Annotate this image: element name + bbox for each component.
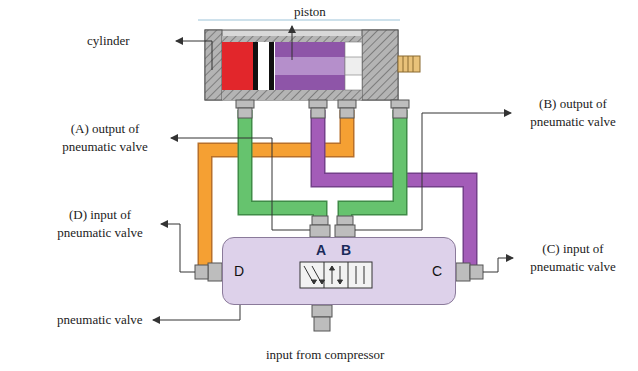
air-pipe (345, 110, 400, 218)
cylinder-body (345, 42, 362, 90)
valve-symbol (329, 266, 334, 270)
pipe-fitting (393, 108, 407, 118)
cylinder-body (403, 56, 404, 72)
port-label: (A) output of pneumatic valve (49, 120, 161, 155)
valve-symbol (300, 262, 372, 288)
cylinder-body (205, 30, 398, 100)
valve-symbol (323, 262, 324, 288)
leader-line (153, 305, 240, 320)
pipe-fitting (309, 100, 327, 108)
valve-symbol (222, 237, 456, 305)
cylinder-body (275, 57, 362, 75)
pipe-fitting (456, 263, 470, 281)
pipe-fitting (340, 108, 354, 118)
valve-symbol (300, 262, 372, 288)
cylinder-body (345, 57, 362, 75)
piston (253, 42, 275, 90)
port-letter: C (432, 263, 442, 280)
leader-line (161, 224, 195, 272)
mounting-line (198, 20, 400, 21)
leader-line (153, 26, 513, 320)
pipe-fitting (195, 265, 208, 279)
leader-line (483, 258, 513, 272)
pipe-fitting (310, 225, 330, 237)
air-pipe (345, 110, 400, 218)
pipe-fitting (195, 100, 483, 331)
pipe-fitting (312, 305, 332, 317)
port-label: (B) output of pneumatic valve (517, 95, 629, 130)
pipe-fitting (338, 100, 356, 108)
pipe-fitting (208, 263, 222, 281)
part-label: pneumatic valve (57, 311, 143, 329)
valve-symbol (347, 262, 348, 288)
pneumatic-valve: D AB C (222, 237, 456, 305)
pipe-fitting (312, 216, 328, 225)
cylinder-body (205, 30, 420, 100)
leader-line (176, 41, 212, 70)
piston (253, 42, 258, 90)
valve-symbol (311, 280, 316, 284)
part-label: cylinder (87, 32, 130, 50)
air-pipe (245, 110, 320, 218)
cylinder-body (362, 30, 398, 100)
valve-symbol (319, 280, 324, 284)
pipe-fitting (470, 265, 483, 279)
mounting-line (198, 20, 400, 21)
air-pipe (245, 110, 320, 218)
pipe-fitting (335, 225, 355, 237)
pipe-fitting (311, 108, 325, 118)
cylinder-body (408, 56, 409, 72)
port-letter: D (234, 263, 244, 280)
piston (253, 42, 275, 90)
port-letter: B (341, 242, 351, 259)
piston (269, 42, 274, 90)
pipe-fitting (337, 216, 353, 225)
port-label: (D) input of pneumatic valve (47, 206, 153, 241)
cylinder-body (398, 56, 420, 72)
valve-symbol (363, 266, 364, 284)
valve-symbol (337, 280, 342, 284)
pipe-fitting (314, 317, 330, 331)
cylinder-body (222, 42, 253, 90)
pipe-fitting (391, 100, 409, 108)
part-label: input from compressor (266, 346, 384, 364)
cylinder-body (222, 90, 362, 100)
part-label: piston (294, 3, 326, 21)
port-letter: A (316, 242, 326, 259)
pipe-fitting (238, 108, 252, 118)
pipe-fitting (236, 100, 254, 108)
leader-line (171, 138, 310, 230)
port-label: (C) input of pneumatic valve (520, 240, 626, 275)
leader-line (355, 113, 511, 230)
valve-symbol (355, 266, 356, 284)
leader-line (292, 26, 293, 60)
cylinder-body (413, 56, 414, 72)
